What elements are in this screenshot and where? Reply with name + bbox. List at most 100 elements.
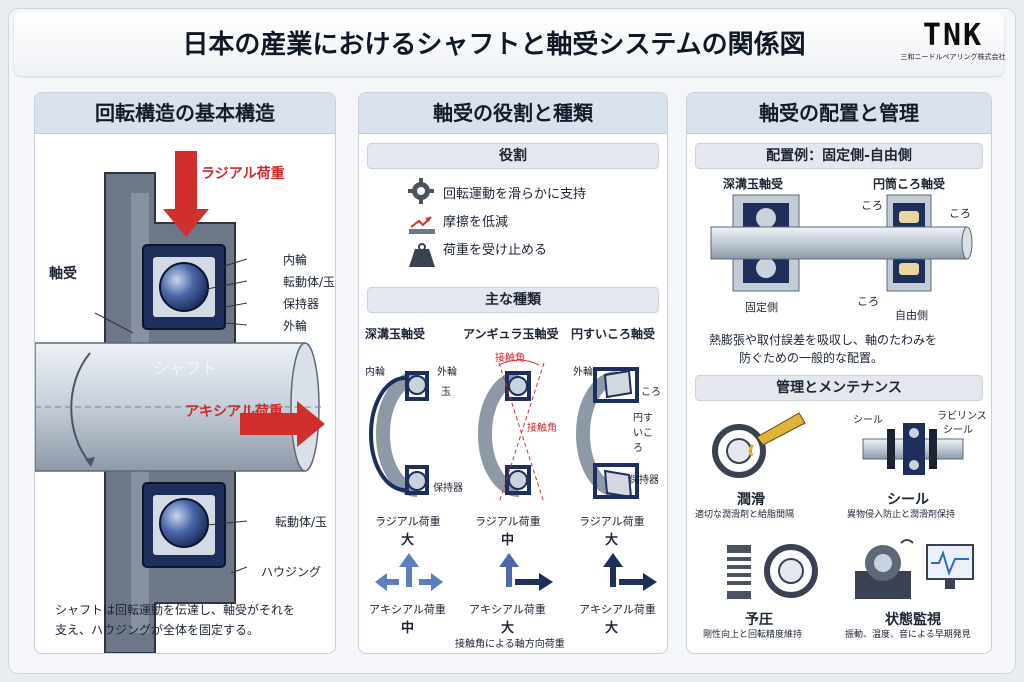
panel-heading-roles: 軸受の役割と種類 bbox=[359, 93, 667, 134]
label-ball: 玉 bbox=[441, 387, 451, 398]
axial-arrow-shaft bbox=[240, 413, 298, 435]
free-roller-top bbox=[899, 211, 919, 223]
label-inner-ring: 内輪 bbox=[365, 367, 385, 378]
bearing-label: 軸受 bbox=[49, 266, 77, 282]
radial-label-3: ラジアル荷重 bbox=[579, 515, 645, 528]
mgmt-title-lubrication: 潤滑 bbox=[737, 492, 765, 508]
panel-heading-layout: 軸受の配置と管理 bbox=[687, 93, 991, 134]
fixed-ball-top bbox=[756, 208, 776, 228]
cage-label: 保持器 bbox=[283, 297, 320, 311]
label-cage: 保持器 bbox=[433, 483, 463, 494]
rotation-arrow bbox=[70, 352, 91, 464]
axial-label-2: アキシアル荷重 bbox=[469, 603, 546, 616]
ball-bearing-label: 深溝玉軸受 bbox=[723, 177, 784, 191]
panel-basic-structure: 回転構造の基本構造 bbox=[34, 92, 336, 654]
seal-label-a: シール bbox=[853, 415, 883, 426]
seal-label-b: ラビリンス bbox=[937, 411, 987, 422]
roller-bearing-label: 円筒ころ軸受 bbox=[873, 177, 946, 191]
housing-label: ハウジング bbox=[261, 565, 322, 579]
mgmt-desc-lubrication: 適切な潤滑剤と給脂間隔 bbox=[695, 510, 795, 520]
axial-load-label: アキシアル荷重 bbox=[185, 404, 283, 420]
mgmt-title-monitoring: 状態監視 bbox=[885, 612, 941, 628]
roller-label-3: ころ bbox=[857, 295, 879, 308]
types-heading: 主な種類 bbox=[367, 287, 659, 313]
gear-icon bbox=[408, 178, 434, 204]
lubrication-icon bbox=[712, 412, 806, 478]
roller-label-1: ころ bbox=[861, 199, 883, 212]
page-title: 日本の産業におけるシャフトと軸受システムの関係図 bbox=[182, 30, 806, 60]
label-roller: ころ bbox=[641, 387, 661, 398]
mgmt-desc-preload: 剛性向上と回転精度維持 bbox=[703, 630, 803, 640]
role-text-3: 荷重を受け止める bbox=[443, 243, 548, 258]
inner-ring-label: 内輪 bbox=[283, 253, 308, 267]
radial-load-label: ラジアル荷重 bbox=[201, 166, 285, 182]
roles-heading: 役割 bbox=[367, 143, 659, 169]
seal-label-c: シール bbox=[943, 425, 973, 436]
free-roller-bottom bbox=[899, 263, 919, 275]
mgmt-desc-monitoring: 振動、温度、音による早期発見 bbox=[845, 630, 971, 640]
management-heading: 管理とメンテナンス bbox=[695, 375, 983, 401]
caption-line-2: 支え、ハウジングが全体を固定する。 bbox=[55, 623, 260, 637]
type-name-angular: アンギュラ玉軸受 bbox=[463, 327, 559, 341]
label-contact-angle-top: 接触角 bbox=[495, 353, 525, 364]
load-arrows-angular bbox=[499, 553, 553, 591]
friction-icon bbox=[409, 216, 435, 234]
tapered-bearing-drawing bbox=[576, 367, 639, 499]
label-cage-tapered: 保持器 bbox=[629, 475, 659, 486]
rolling-element-label: 転動体/玉 bbox=[283, 275, 336, 289]
caption-line-1: シャフトは回転運動を伝達し、軸受がそれを bbox=[55, 603, 296, 617]
layout-management-graphics bbox=[710, 194, 974, 599]
axial-arrow-head bbox=[297, 401, 325, 447]
mgmt-desc-seal: 異物侵入防止と潤滑剤保持 bbox=[847, 510, 956, 520]
role-text-2: 摩擦を低減 bbox=[443, 215, 509, 230]
roller-label-2: ころ bbox=[949, 207, 971, 220]
radial-arrow-shaft bbox=[175, 151, 197, 209]
radial-label-1: ラジアル荷重 bbox=[375, 515, 441, 528]
panel-heading-basic: 回転構造の基本構造 bbox=[35, 93, 335, 134]
load-arrows-deep-groove bbox=[375, 553, 443, 591]
axial-value-1: 中 bbox=[401, 621, 415, 636]
axial-value-2: 大 bbox=[501, 621, 515, 636]
label-outer-ring-tapered: 外輪 bbox=[573, 367, 593, 378]
seal-icon bbox=[862, 423, 964, 475]
mgmt-title-seal: シール bbox=[887, 492, 929, 508]
axial-label-3: アキシアル荷重 bbox=[579, 603, 656, 616]
axial-value-3: 大 bbox=[605, 621, 619, 636]
ball-bottom bbox=[159, 498, 209, 548]
layout-heading: 配置例：固定側-自由側 bbox=[695, 143, 983, 169]
fixed-side-label: 固定側 bbox=[745, 301, 778, 314]
preload-icon bbox=[727, 544, 818, 599]
logo-subtitle: 三和ニードルベアリング株式会社 bbox=[900, 53, 1006, 61]
brand-logo: TNK 三和ニードルベアリング株式会社 bbox=[898, 20, 1008, 62]
panel-layout-management: 軸受の配置と管理 配置例：固定側-自由側 bbox=[686, 92, 992, 654]
layout-desc-2: 防ぐための一般的な配置。 bbox=[739, 351, 884, 365]
outer-ring-label: 外輪 bbox=[283, 319, 308, 333]
radial-value-2: 中 bbox=[501, 533, 515, 548]
label-contact-angle-mid: 接触角 bbox=[527, 423, 557, 434]
load-arrows-tapered bbox=[603, 553, 657, 591]
angular-bearing-drawing bbox=[478, 359, 545, 504]
deep-groove-bearing-drawing bbox=[369, 371, 429, 497]
ball-top bbox=[159, 262, 209, 312]
radial-arrow-head bbox=[163, 209, 209, 237]
logo-wordmark: TNK bbox=[922, 18, 984, 53]
fixed-ball-bottom bbox=[756, 258, 776, 278]
label-outer-ring: 外輪 bbox=[437, 367, 457, 378]
panel-roles-types: 軸受の役割と種類 役割 bbox=[358, 92, 668, 654]
radial-label-2: ラジアル荷重 bbox=[475, 515, 541, 528]
rolling-element-label-2: 転動体/玉 bbox=[275, 515, 328, 529]
header-banner: 日本の産業におけるシャフトと軸受システムの関係図 TNK 三和ニードルベアリング… bbox=[14, 12, 1006, 76]
layout-desc-1: 熱膨張や取付誤差を吸収し、軸のたわみを bbox=[709, 333, 938, 347]
roles-types-graphics bbox=[369, 178, 657, 591]
rotary-structure-diagram bbox=[35, 151, 325, 653]
type-name-deep-groove: 深溝玉軸受 bbox=[365, 327, 426, 341]
radial-value-3: 大 bbox=[605, 533, 619, 548]
label-tapered-roller: 円すいころ bbox=[633, 413, 653, 454]
radial-value-1: 大 bbox=[401, 533, 415, 548]
type-name-tapered: 円すいころ軸受 bbox=[571, 327, 656, 341]
free-side-label: 自由側 bbox=[895, 309, 928, 322]
layout-shaft bbox=[710, 226, 968, 260]
shaft-label: シャフト bbox=[153, 359, 218, 378]
monitoring-icon bbox=[855, 539, 974, 599]
axial-label-1: アキシアル荷重 bbox=[369, 603, 446, 616]
